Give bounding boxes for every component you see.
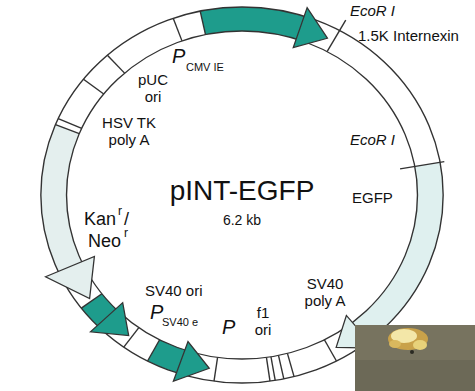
arrow-head — [90, 303, 143, 352]
cell-blob — [389, 340, 401, 348]
segment-border — [324, 340, 336, 361]
plasmid-name: pINT-EGFP — [142, 176, 342, 207]
photo-ground — [355, 325, 475, 391]
segment-border — [83, 79, 103, 94]
superscript: r — [124, 227, 128, 240]
segment-border — [107, 55, 124, 73]
segment-border — [278, 355, 283, 378]
cell-dot — [410, 350, 414, 354]
polya-label: HSV TK poly A — [100, 115, 158, 148]
site-label: EcoR I — [350, 3, 395, 20]
polya-label: SV40 poly A — [300, 276, 350, 309]
promoter-subscript: CMV IE — [186, 61, 224, 73]
origin-label: SV40 ori — [145, 283, 203, 300]
cell-blob — [388, 328, 428, 350]
segment-border — [173, 18, 182, 41]
site-label: EcoR I — [350, 132, 395, 149]
segment-border — [58, 119, 81, 129]
micrograph-inset — [355, 325, 475, 391]
segment-border — [271, 357, 275, 381]
promoter-label: P — [222, 316, 235, 338]
egfp-body — [24, 0, 460, 391]
promoter-label: P — [172, 45, 185, 67]
segment-border — [266, 357, 270, 381]
promoter-subscript: SV40 — [162, 316, 189, 328]
arrow-head — [46, 256, 111, 310]
photo-shade — [355, 360, 475, 391]
origin-label: f1 ori — [250, 305, 276, 338]
promoter-body — [3, 0, 475, 391]
promoter-label: P — [150, 301, 163, 323]
segment-border — [148, 340, 160, 361]
superscript: r — [118, 205, 122, 218]
promoter-subscript: e — [192, 316, 198, 328]
ring-outline — [67, 31, 418, 359]
gene-label: Kan — [84, 210, 116, 230]
segment-border — [287, 353, 294, 376]
insert-label: 1.5K Internexin — [358, 28, 459, 45]
promoter-body — [19, 0, 466, 391]
site-tick — [400, 162, 444, 169]
arrow-head — [293, 8, 335, 56]
arrow-head — [173, 342, 215, 391]
cell-blob — [413, 340, 427, 350]
gene-label: EGFP — [352, 190, 393, 207]
site-tick — [327, 20, 346, 51]
gene-label: Neo — [88, 232, 121, 252]
segment-border — [200, 11, 205, 34]
size-label: 6.2 kb — [142, 213, 342, 228]
segment-border — [214, 357, 218, 381]
origin-label: pUC ori — [135, 72, 171, 105]
